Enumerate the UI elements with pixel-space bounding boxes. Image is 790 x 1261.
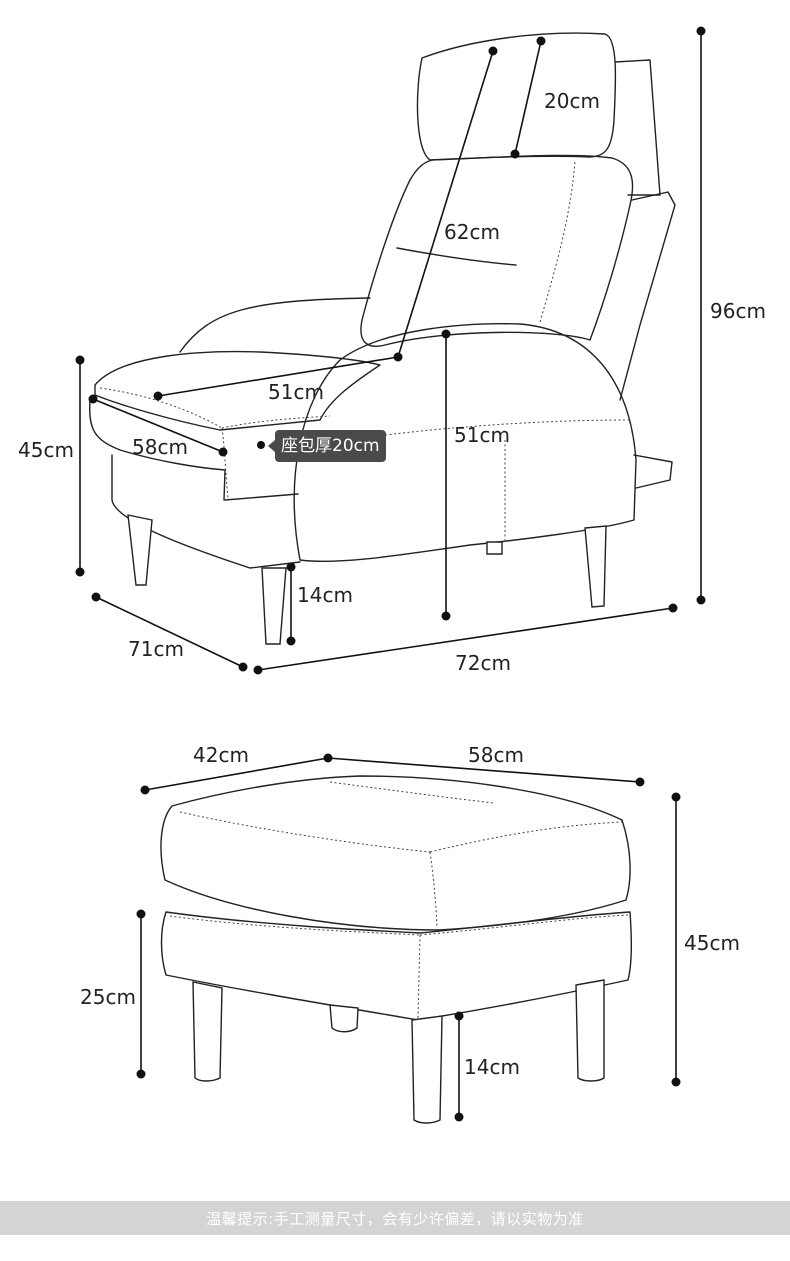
dim-dot [136, 1069, 146, 1079]
chair-leg-back-left [127, 514, 153, 586]
ottoman-leg-front-middle [411, 1015, 443, 1124]
ottoman-cushion-seam-3 [429, 851, 438, 929]
ottoman-base-seam [169, 915, 421, 936]
chair-backrest [360, 154, 634, 347]
dim-seat-width-line [92, 398, 224, 453]
notice-text: 温馨提示:手工测量尺寸，会有少许偏差，请以实物为准 [206, 1209, 584, 1228]
chair-arm-seam [344, 419, 631, 441]
dim-dot [91, 592, 101, 602]
chair-seat-cushion-top [94, 350, 381, 431]
ottoman-leg-back [329, 1004, 359, 1033]
ottoman-base-seam-3 [417, 934, 421, 1019]
label-overall-height: 96cm [710, 299, 766, 323]
dim-dot [696, 595, 706, 605]
label-ottoman-leg-height: 14cm [464, 1055, 520, 1079]
chair-front-arm [293, 323, 637, 562]
label-base-width: 72cm [455, 651, 511, 675]
dim-dot [75, 567, 85, 577]
ottoman-cushion-seam-2 [429, 821, 623, 853]
dim-dot [238, 662, 248, 672]
dim-dot [671, 1077, 681, 1087]
chair-seat-seam-3 [221, 415, 331, 429]
chair-side-tray [633, 454, 673, 489]
dim-dot [668, 603, 678, 613]
ottoman-cushion [160, 775, 631, 931]
dim-dot [253, 665, 263, 675]
chair-near-arm-top [179, 297, 371, 353]
dim-dot [510, 149, 520, 159]
dim-dot [696, 26, 706, 36]
chair-far-arm [619, 191, 676, 401]
chair-leg-back-right [486, 541, 503, 555]
dim-ottoman-depth-line [144, 757, 329, 791]
label-seat-height: 45cm [18, 438, 74, 462]
cushion-thickness-callout: 座包厚20cm [268, 430, 386, 462]
dim-backrest-line [397, 50, 494, 358]
ottoman-base [160, 911, 633, 1021]
chair-dimension-lines [75, 26, 706, 675]
chair-seat-seam-2 [221, 427, 229, 499]
chair-seat-cushion-front [88, 399, 226, 501]
dim-dot [441, 329, 451, 339]
label-backrest-length: 62cm [444, 220, 500, 244]
label-base-depth: 71cm [128, 637, 184, 661]
dim-dot [286, 636, 296, 646]
chair-backrest-crease [396, 247, 517, 266]
chair-rear-panel [614, 59, 661, 196]
label-ottoman-height: 45cm [684, 931, 740, 955]
dim-dot-callout [257, 441, 265, 449]
dim-dot [140, 785, 150, 795]
chair-leg-front-right [584, 525, 607, 608]
chair-leg-front-left [261, 567, 287, 645]
chair-base-edge [224, 493, 299, 501]
dim-dot [75, 355, 85, 365]
label-ottoman-width: 58cm [468, 743, 524, 767]
ottoman-dimension-lines [136, 753, 681, 1122]
notice-bar: 温馨提示:手工测量尺寸，会有少许偏差，请以实物为准 [0, 1201, 790, 1235]
ottoman-cushion-seam-4 [329, 781, 495, 804]
recliner-chair-drawing [88, 32, 676, 645]
dim-dot [488, 46, 498, 56]
ottoman-leg-front-left [192, 981, 223, 1082]
ottoman-cushion-seam [179, 811, 431, 853]
dim-dot [88, 394, 98, 404]
ottoman-leg-front-right [575, 979, 605, 1082]
dim-dot [136, 909, 146, 919]
label-ottoman-base-height: 25cm [80, 985, 136, 1009]
label-headrest-height: 20cm [544, 89, 600, 113]
dim-dot [454, 1011, 464, 1021]
ottoman-base-seam-2 [419, 914, 629, 936]
chair-headrest [416, 32, 617, 161]
label-seat-width: 58cm [132, 435, 188, 459]
dim-dot [153, 391, 163, 401]
label-seat-depth: 51cm [268, 380, 324, 404]
dim-dot [454, 1112, 464, 1122]
chair-seat-base [111, 454, 301, 569]
ottoman-drawing [160, 775, 633, 1124]
label-ottoman-depth: 42cm [193, 743, 249, 767]
label-chair-leg-height: 14cm [297, 583, 353, 607]
dim-seat-depth-line [157, 356, 399, 397]
dim-dot [671, 792, 681, 802]
dim-dot [286, 562, 296, 572]
dim-dot [536, 36, 546, 46]
chair-backrest-seam [539, 161, 576, 323]
dim-dot [218, 447, 228, 457]
label-arm-height: 51cm [454, 423, 510, 447]
dim-base-width-line [257, 607, 674, 671]
dim-base-depth-line [95, 596, 244, 668]
dim-ottoman-width-line [327, 757, 641, 783]
dim-dot [441, 611, 451, 621]
dim-headrest-line [514, 40, 542, 155]
dim-dot [635, 777, 645, 787]
